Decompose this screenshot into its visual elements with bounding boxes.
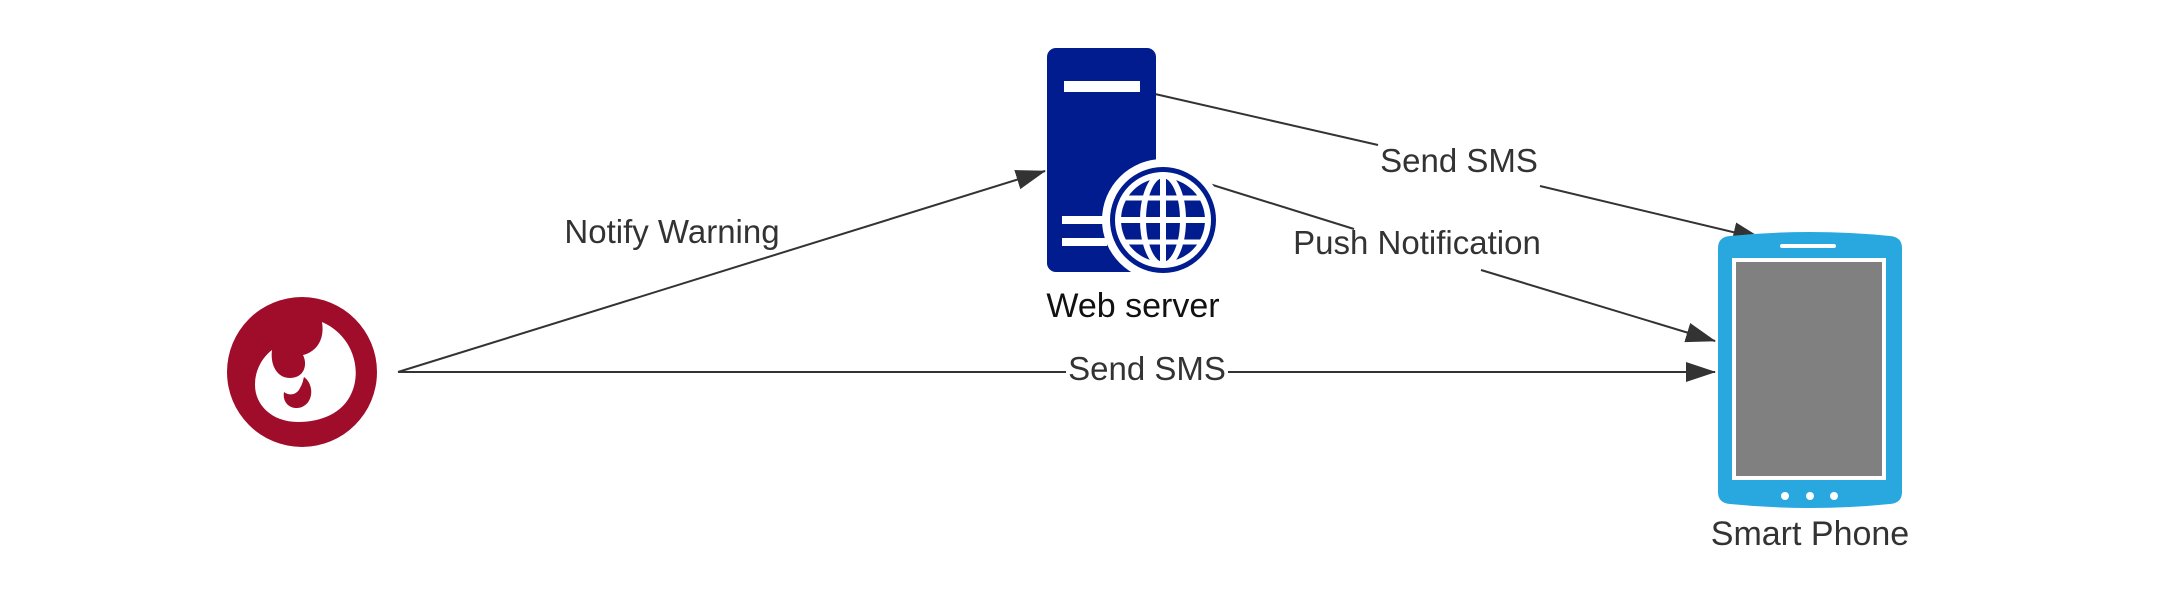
edge-send-sms-direct: Send SMS [398, 350, 1716, 387]
edge-line [1480, 269, 1716, 343]
phone-button [1806, 492, 1814, 500]
phone-button [1830, 492, 1838, 500]
server-slot [1064, 81, 1140, 92]
phone-button [1781, 492, 1789, 500]
edge-line [1202, 181, 1355, 230]
node-label-smart-phone: Smart Phone [1711, 515, 1909, 553]
phone-speaker [1780, 244, 1836, 248]
web-server-icon [1047, 48, 1224, 281]
node-fire-alarm[interactable] [227, 297, 377, 447]
edge-notify-warning: Notify Warning [397, 170, 1046, 373]
edge-label-push-notification: Push Notification [1293, 224, 1541, 261]
edge-line [1154, 93, 1379, 146]
server-slot [1062, 216, 1107, 224]
phone-screen [1736, 262, 1882, 476]
edge-line [397, 170, 1046, 373]
smartphone-icon [1718, 232, 1902, 508]
fire-icon [227, 297, 377, 447]
edge-send-sms-server: Send SMS [1154, 93, 1763, 242]
edge-push-notification: Push Notification [1202, 181, 1716, 343]
edge-label-notify-warning: Notify Warning [564, 213, 779, 250]
edge-line [1539, 185, 1763, 242]
edge-label-send-sms-direct: Send SMS [1068, 350, 1226, 387]
node-label-web-server: Web server [1046, 287, 1219, 325]
node-smart-phone[interactable]: Smart Phone [1711, 232, 1909, 553]
globe-icon [1102, 159, 1224, 281]
server-slot [1062, 238, 1107, 246]
node-web-server[interactable]: Web server [1046, 48, 1224, 325]
edge-label-send-sms-server: Send SMS [1380, 142, 1538, 179]
